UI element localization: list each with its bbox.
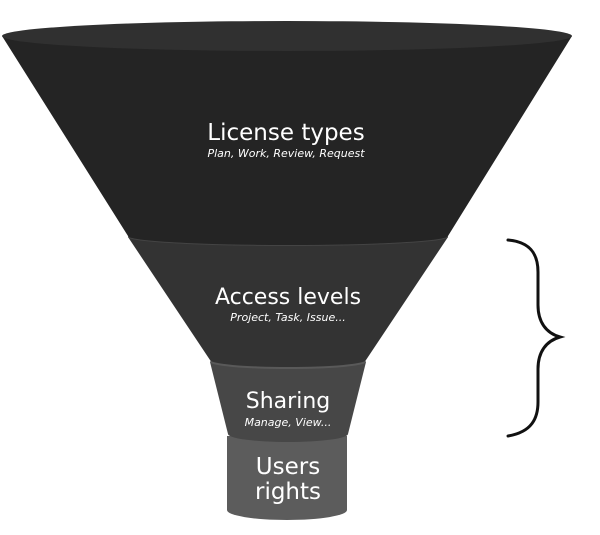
stage-access-levels-title: Access levels: [215, 285, 361, 310]
stage-license-types: License types Plan, Work, Review, Reques…: [2, 21, 572, 245]
stage-users-rights-title-line2: rights: [255, 479, 321, 505]
stage-license-types-body: [2, 36, 572, 245]
stage-license-types-top: [2, 21, 572, 51]
stage-access-levels-subtitle: Project, Task, Issue...: [230, 311, 345, 324]
stage-users-rights-title-line1: Users: [256, 454, 320, 480]
stage-access-levels: Access levels Project, Task, Issue...: [128, 228, 448, 367]
stage-sharing-subtitle: Manage, View...: [245, 416, 332, 429]
stage-sharing-title: Sharing: [246, 389, 330, 414]
stage-users-rights: Users rights: [227, 436, 347, 520]
right-curly-brace-icon: [506, 238, 566, 438]
stage-sharing-body: [210, 362, 366, 442]
stage-sharing: Sharing Manage, View...: [210, 355, 366, 442]
stage-license-types-subtitle: Plan, Work, Review, Request: [207, 147, 365, 160]
stage-users-rights-body: [227, 436, 347, 520]
stage-access-levels-body: [128, 237, 448, 367]
stage-license-types-title: License types: [207, 120, 364, 146]
